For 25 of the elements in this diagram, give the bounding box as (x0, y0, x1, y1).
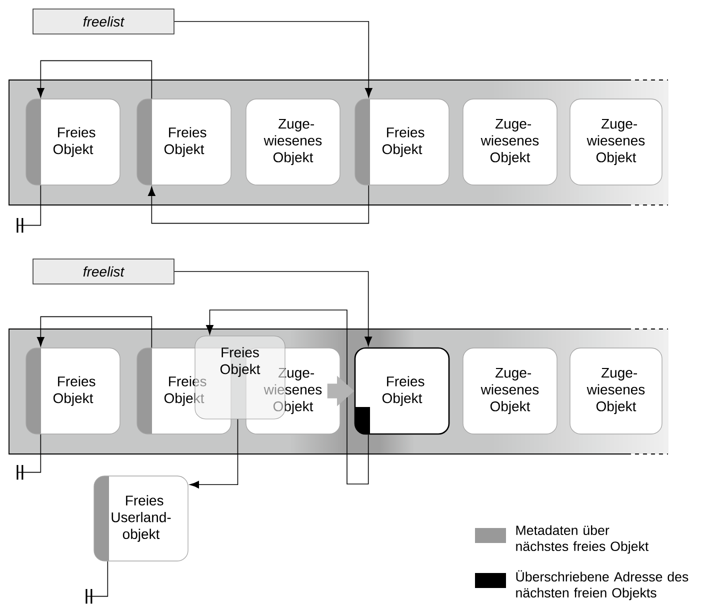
object-box: Zuge- wiesenes Objekt (570, 98, 662, 186)
object-box: Freies Userland- objekt (94, 476, 188, 562)
object-box: Freies Objekt (26, 98, 120, 186)
pointer-arrow (148, 184, 370, 224)
object-box: Zuge- wiesenes Objekt (462, 348, 558, 434)
pointer-arrow (174, 271, 372, 346)
null-pointer-line (16, 434, 42, 480)
null-pointer-line (86, 560, 108, 604)
object-box: Zuge- wiesenes Objekt (246, 98, 340, 186)
pointer-arrow (36, 316, 152, 348)
object-box: Freies Objekt (136, 98, 232, 186)
object-box: Freies Objekt (26, 348, 120, 434)
pointer-arrow (174, 21, 372, 98)
object-box: Zuge- wiesenes Objekt (570, 348, 662, 434)
object-box: Freies Objekt (354, 98, 450, 186)
pointer-arrow (206, 310, 369, 484)
object-box: Freies Objekt (354, 347, 450, 435)
legend-text: Metadaten über nächstes freies Objekt (516, 525, 649, 554)
null-pointer-line (16, 184, 42, 233)
freelist-box: freelist (32, 8, 174, 34)
pointer-arrow (36, 60, 152, 100)
pointer-arrow (190, 418, 238, 488)
freelist-box: freelist (32, 258, 174, 284)
legend-text: Überschriebene Adresse des nächsten freien Objekts (516, 570, 688, 600)
object-box: Zuge- wiesenes Objekt (462, 98, 558, 186)
